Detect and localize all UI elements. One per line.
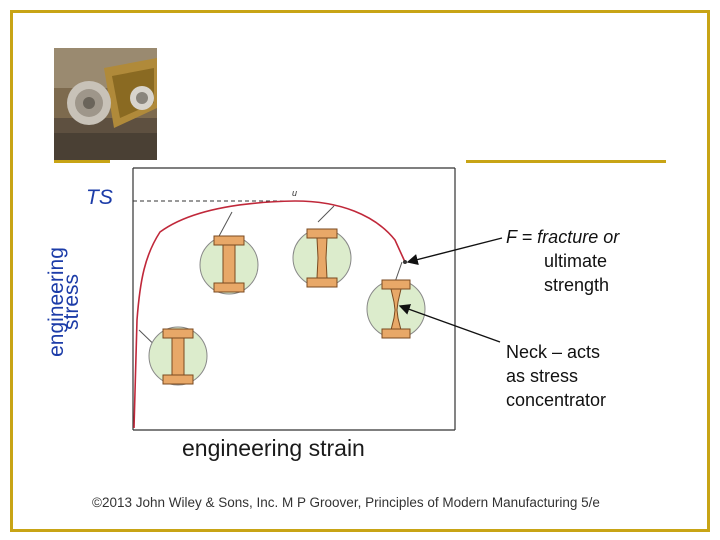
arrow-ts: [317, 205, 335, 223]
neck-line1: Neck – acts: [506, 342, 601, 362]
specimen-elastic: [148, 326, 208, 386]
accent-rule-left: [54, 160, 110, 163]
tensile-machine-photo: [54, 48, 157, 160]
curve-mark: u: [292, 188, 297, 198]
stress-strain-curve: [133, 200, 406, 429]
fracture-line1: F = fracture or: [506, 227, 620, 247]
x-axis-label: engineering strain: [182, 435, 365, 461]
fracture-callout-arrow: [406, 237, 503, 266]
copyright-footer: ©2013 John Wiley & Sons, Inc. M P Groove…: [92, 495, 600, 510]
neck-callout-arrow: [398, 304, 501, 343]
ts-label: TS: [86, 186, 113, 209]
y-axis-label: engineering stress: [45, 220, 126, 390]
arrow-neck: [394, 261, 403, 283]
fracture-line3: strength: [544, 275, 610, 295]
arrow-uniform: [217, 211, 233, 239]
specimen-neck: [366, 279, 426, 339]
fracture-note: F = fracture or ultimate strength: [506, 225, 619, 297]
slide-frame: [10, 10, 710, 532]
ylabel-line2: stress: [60, 273, 84, 331]
fracture-point: [403, 260, 407, 264]
neck-note: Neck – acts as stress concentrator: [506, 340, 606, 412]
neck-line3: concentrator: [506, 390, 607, 410]
specimen-max-load: [292, 228, 352, 288]
accent-rule-right: [466, 160, 666, 163]
neck-line2: as stress: [506, 366, 579, 386]
fracture-line2: ultimate: [544, 251, 608, 271]
specimen-uniform: [199, 235, 259, 295]
